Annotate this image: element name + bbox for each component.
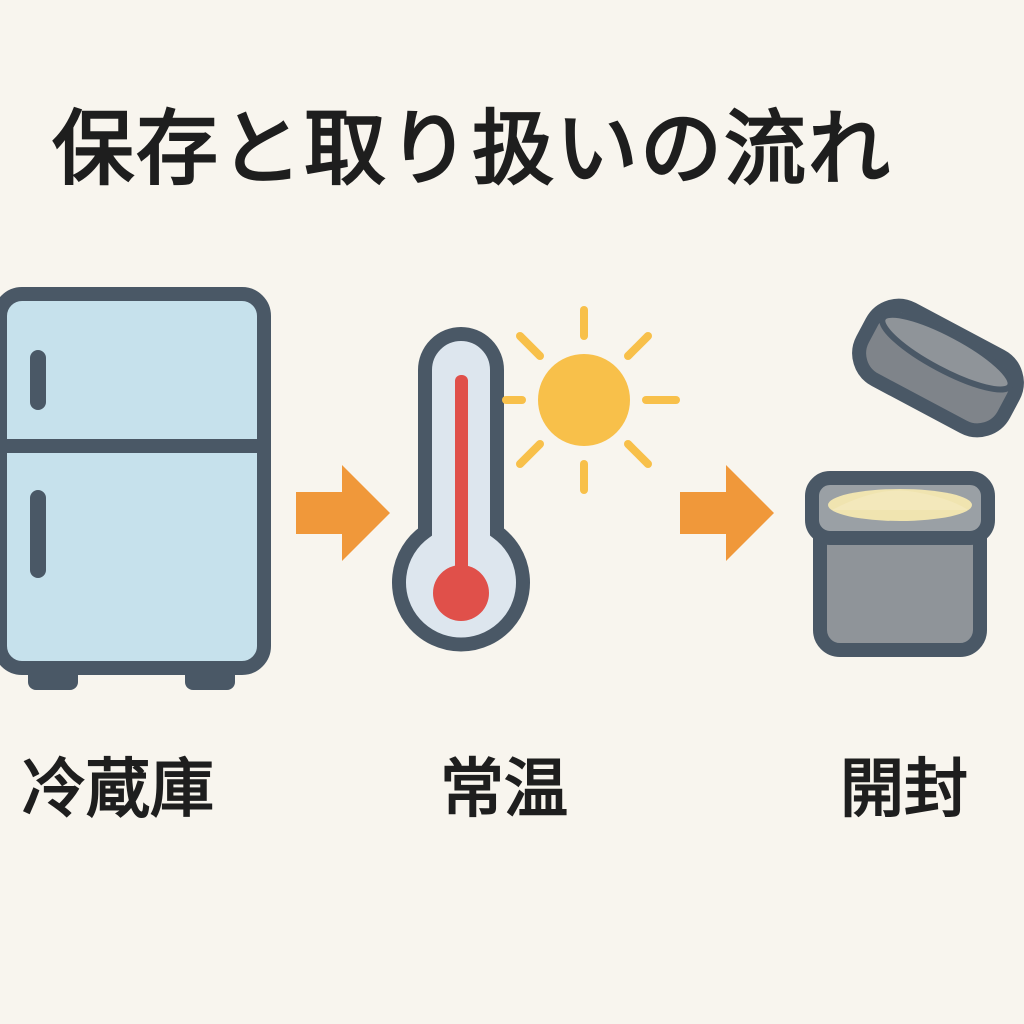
thermometer-icon [392,327,530,652]
refrigerator-icon [0,287,271,690]
step-label-opened: 開封 [840,753,968,827]
arrow-right-icon [296,465,390,561]
step-label-room-temperature: 常温 [440,753,568,827]
page-title: 保存と取り扱いの流れ [52,102,893,197]
open-jar-icon [805,298,1024,657]
step-label-refrigerator: 冷蔵庫 [22,753,214,827]
arrow-right-icon [680,465,774,561]
sun-icon [502,306,680,494]
